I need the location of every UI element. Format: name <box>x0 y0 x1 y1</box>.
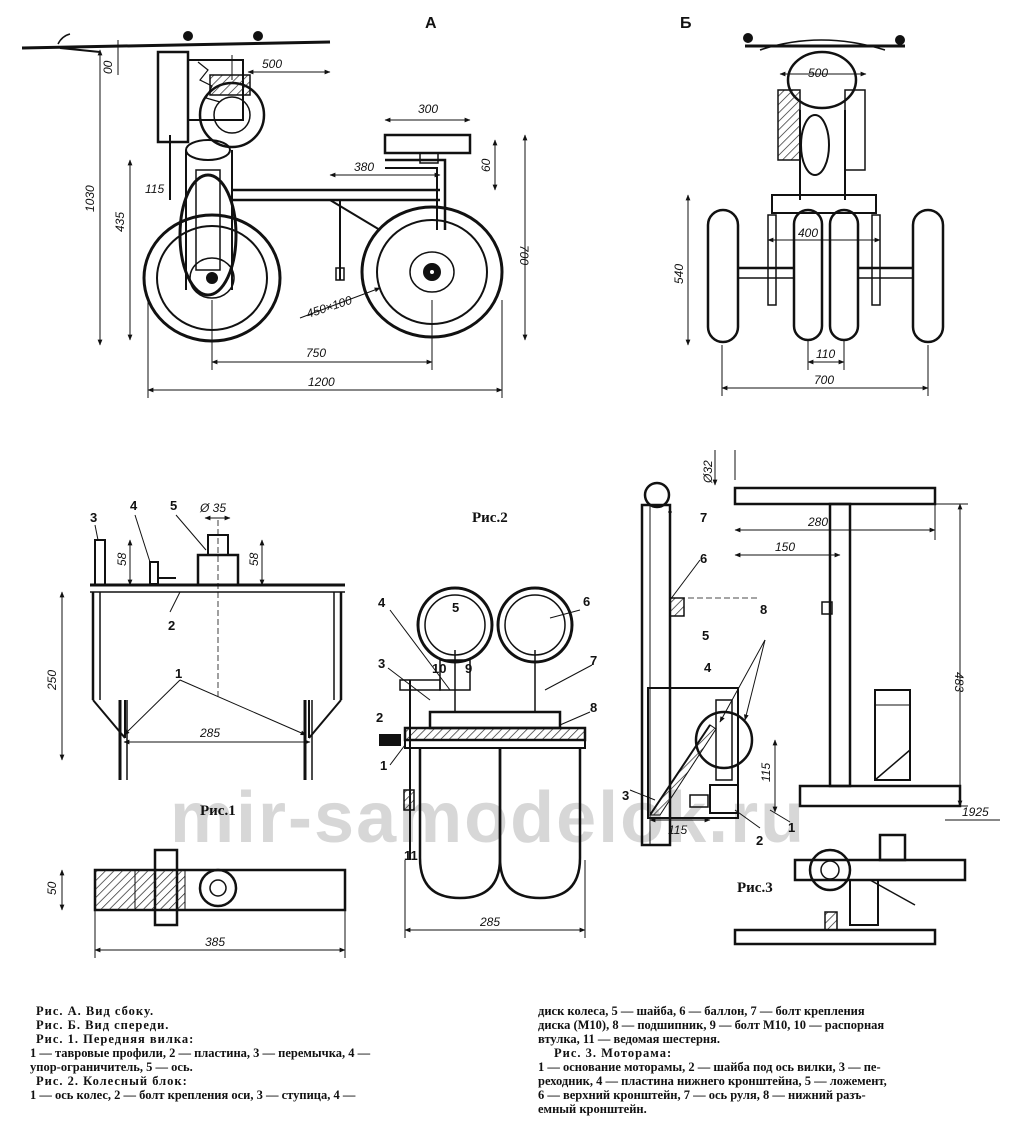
dim-a-700: 700 <box>517 245 531 265</box>
dim-f1-250: 250 <box>45 670 59 691</box>
callout-f2-9: 9 <box>465 661 472 676</box>
caption-left: Рис. А. Вид сбоку. Рис. Б. Вид спереди. … <box>30 1004 500 1102</box>
caption-line: диск колеса, 5 — шайба, 6 — баллон, 7 — … <box>538 1004 865 1018</box>
fig1-front-fork <box>59 514 347 958</box>
fig3-labels: Ø32 280 150 483 115 115 1925 7 6 5 8 4 3… <box>622 460 989 896</box>
callout-f2-8: 8 <box>590 700 597 715</box>
caption-line: реходник, 4 — пластина нижнего кронштейн… <box>538 1074 887 1088</box>
view-a-side: А <box>21 15 528 398</box>
callout-f3-2: 2 <box>756 833 763 848</box>
fig2-labels: Рис.2 285 4 5 6 3 10 9 7 8 2 1 11 <box>376 510 597 929</box>
caption-line: диска (М10), 8 — подшипник, 9 — болт М10… <box>538 1018 885 1032</box>
callout-f2-7: 7 <box>590 653 597 668</box>
dim-f3-150: 150 <box>775 540 795 554</box>
dim-b-400: 400 <box>798 226 818 240</box>
callout-f2-6: 6 <box>583 594 590 609</box>
dim-f3-1925: 1925 <box>962 805 989 819</box>
dim-a-1030: 1030 <box>83 185 97 212</box>
caption-line: Рис. 3. Моторама: <box>554 1046 673 1060</box>
callout-f1-1: 1 <box>175 666 182 681</box>
dim-a-750: 750 <box>306 346 326 360</box>
dim-f1-d35: Ø 35 <box>199 501 226 515</box>
fig1-title: Рис.1 <box>200 803 236 819</box>
view-b-title: Б <box>680 15 692 32</box>
dim-f2-285: 285 <box>479 915 500 929</box>
caption-line: Рис. Б. Вид спереди. <box>36 1018 170 1032</box>
fig2-title: Рис.2 <box>472 510 508 526</box>
caption-line: 6 — верхний кронштейн, 7 — ось руля, 8 —… <box>538 1088 866 1102</box>
callout-f2-4: 4 <box>378 595 386 610</box>
fig1-labels: Ø 35 58 58 250 285 50 385 3 4 5 2 1 Рис.… <box>45 498 261 949</box>
dim-f1-285: 285 <box>199 726 220 740</box>
callout-f3-3: 3 <box>622 788 629 803</box>
caption-line: 1 — основание моторамы, 2 — шайба под ос… <box>538 1060 881 1074</box>
dim-b-700: 700 <box>814 373 834 387</box>
dim-a-00: 00 <box>101 60 115 74</box>
dim-a-115: 115 <box>145 182 164 196</box>
caption-line: втулка, 11 — ведомая шестерня. <box>538 1032 721 1046</box>
fig3-motor-frame <box>629 450 1000 946</box>
callout-f2-2: 2 <box>376 710 383 725</box>
dim-f3-d32: Ø32 <box>701 460 715 484</box>
dim-a-300: 300 <box>418 102 438 116</box>
callout-f1-5: 5 <box>170 498 177 513</box>
caption-line: 1 — тавровые профили, 2 — пластина, 3 — … <box>30 1046 371 1060</box>
dim-a-1200: 1200 <box>308 375 335 389</box>
callout-f1-2: 2 <box>168 618 175 633</box>
view-a-title: А <box>425 15 437 32</box>
callout-f3-5: 5 <box>702 628 709 643</box>
dim-f1-50: 50 <box>45 881 59 895</box>
callout-f2-10: 10 <box>432 661 446 676</box>
dim-f3-280: 280 <box>807 515 828 529</box>
dim-a-60: 60 <box>479 158 493 172</box>
callout-f2-11: 11 <box>404 848 418 863</box>
dim-f3-115v: 115 <box>759 763 773 782</box>
dim-a-500: 500 <box>262 57 282 71</box>
dim-f3-115h: 115 <box>668 823 687 837</box>
dim-a-450x100: 450×100 <box>305 293 354 321</box>
caption-right: диск колеса, 5 — шайба, 6 — баллон, 7 — … <box>538 1004 1018 1116</box>
dim-a-435: 435 <box>113 212 127 232</box>
dim-f1-58b: 58 <box>247 552 261 566</box>
caption-line: 1 — ось колес, 2 — болт крепления оси, 3… <box>30 1088 356 1102</box>
callout-f3-1: 1 <box>788 820 795 835</box>
dim-f3-483: 483 <box>952 672 966 692</box>
caption-line: Рис. 1. Передняя вилка: <box>36 1032 195 1046</box>
callout-f3-8: 8 <box>760 602 767 617</box>
caption-line: упор-ограничитель, 5 — ось. <box>30 1060 193 1074</box>
dim-f1-58a: 58 <box>115 552 129 566</box>
fig3-title: Рис.3 <box>737 880 773 896</box>
callout-f1-3: 3 <box>90 510 97 525</box>
callout-f1-4: 4 <box>130 498 138 513</box>
callout-f2-1: 1 <box>380 758 387 773</box>
view-b-front: Б <box>680 15 945 396</box>
dim-b-110: 110 <box>816 347 835 361</box>
fig2-wheel-block <box>379 586 593 938</box>
view-a-dimensions: 00 500 300 380 60 1030 115 435 700 450×1… <box>83 57 531 389</box>
dim-a-380: 380 <box>354 160 374 174</box>
caption-line: Рис. А. Вид сбоку. <box>36 1004 155 1018</box>
view-b-dimensions: 500 400 540 110 700 <box>672 66 835 387</box>
dim-b-540: 540 <box>672 264 686 284</box>
callout-f2-5: 5 <box>452 600 459 615</box>
callout-f2-3: 3 <box>378 656 385 671</box>
dim-b-500: 500 <box>808 66 828 80</box>
caption-line: емный кронштейн. <box>538 1102 647 1116</box>
caption-line: Рис. 2. Колесный блок: <box>36 1074 188 1088</box>
callout-f3-4: 4 <box>704 660 712 675</box>
callout-f3-6: 6 <box>700 551 707 566</box>
dim-f1-385: 385 <box>205 935 225 949</box>
callout-f3-7: 7 <box>700 510 707 525</box>
